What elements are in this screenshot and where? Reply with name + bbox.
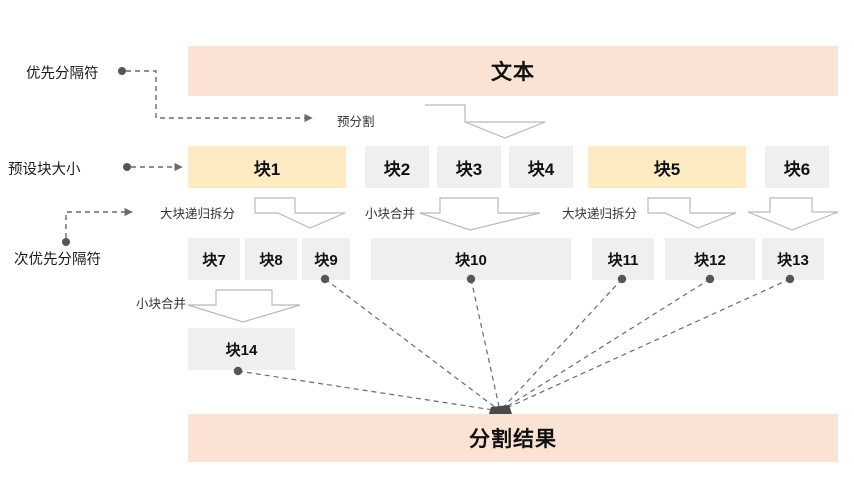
- chunk-label: 块2: [383, 159, 411, 179]
- source-text-box: 文本: [188, 46, 838, 96]
- label-pre-split: 预分割: [337, 115, 375, 129]
- block-arrow-merge-1: [419, 197, 541, 231]
- chunk-block-1: 块1: [188, 146, 346, 188]
- block-arrow-split-1: [254, 197, 346, 229]
- chunk-label: 块6: [783, 159, 811, 179]
- chunk-block-10: 块10: [371, 238, 571, 280]
- convergence-lines: [237, 278, 791, 412]
- result-text-box: 分割结果: [188, 414, 838, 462]
- result-text-label: 分割结果: [469, 428, 557, 451]
- label-primary-separator: 优先分隔符: [26, 66, 99, 82]
- chunk-label: 块12: [694, 251, 726, 269]
- connector-secondary-separator: [62, 207, 133, 246]
- chunk-block-11: 块11: [592, 238, 654, 280]
- convergence-source-dots: [233, 274, 795, 376]
- source-text-label: 文本: [491, 61, 535, 84]
- chunk-label: 块13: [777, 251, 809, 269]
- chunk-label: 块1: [253, 159, 281, 179]
- chunk-label: 块5: [653, 159, 681, 179]
- chunk-label: 块14: [225, 341, 258, 359]
- label-big-chunk-recursive-split-1: 大块递归拆分: [160, 207, 236, 221]
- chunk-label: 块4: [527, 159, 555, 179]
- block-arrow-split-3: [747, 197, 839, 231]
- chunk-block-3: 块3: [437, 146, 501, 188]
- label-big-chunk-recursive-split-2: 大块递归拆分: [562, 207, 638, 221]
- label-small-chunk-merge-1: 小块合并: [365, 207, 416, 221]
- chunk-label: 块10: [455, 251, 487, 269]
- convergence-point: [489, 405, 512, 414]
- chunk-block-12: 块12: [665, 238, 755, 280]
- chunk-block-14: 块14: [188, 328, 295, 370]
- chunk-label: 块7: [202, 251, 226, 269]
- label-small-chunk-merge-2: 小块合并: [136, 297, 187, 311]
- chunk-block-7: 块7: [188, 238, 240, 280]
- block-arrow-pre-split: [425, 104, 546, 139]
- label-preset-chunk-size: 预设块大小: [8, 162, 81, 178]
- chunk-block-8: 块8: [245, 238, 297, 280]
- chunk-label: 块8: [259, 251, 283, 269]
- chunk-block-6: 块6: [765, 146, 829, 188]
- chunk-label: 块9: [314, 251, 338, 269]
- chunk-block-2: 块2: [365, 146, 429, 188]
- chunk-label: 块3: [455, 159, 483, 179]
- block-arrow-merge-2: [187, 289, 301, 323]
- chunk-block-5: 块5: [588, 146, 746, 188]
- chunk-block-13: 块13: [762, 238, 824, 280]
- block-arrow-split-2: [647, 197, 737, 229]
- connector-preset-chunk-size: [123, 162, 183, 172]
- label-secondary-separator: 次优先分隔符: [14, 252, 101, 268]
- chunk-block-4: 块4: [509, 146, 573, 188]
- chunk-label: 块11: [607, 251, 639, 269]
- chunk-block-9: 块9: [302, 238, 350, 280]
